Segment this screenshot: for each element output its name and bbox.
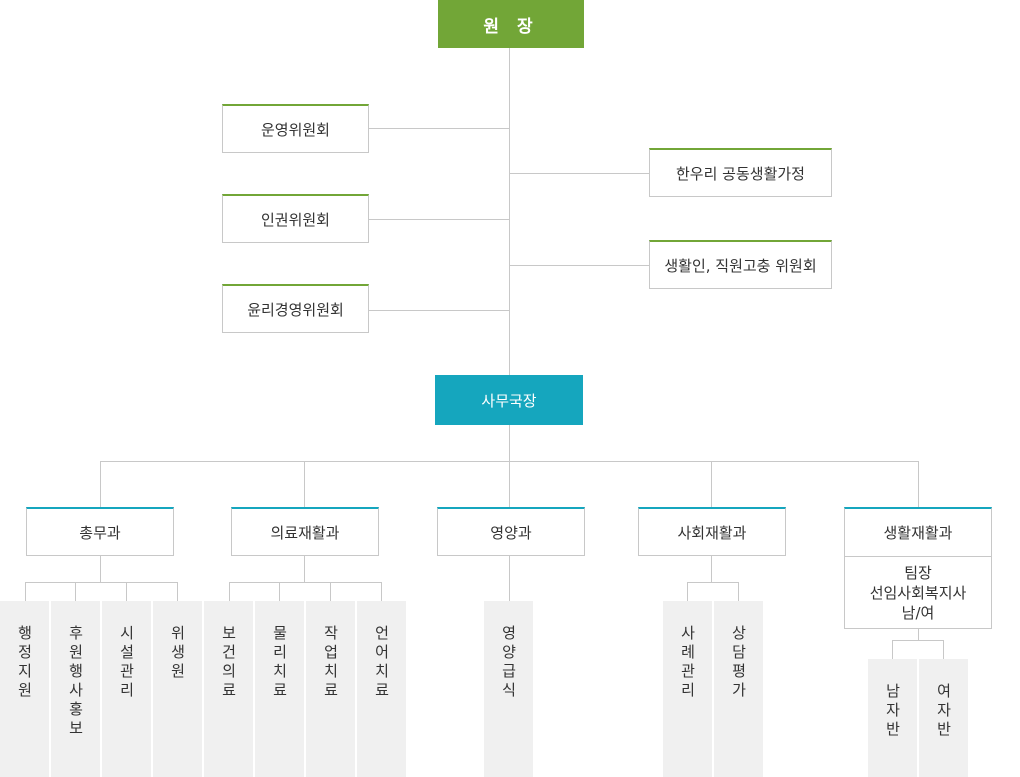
committee-label: 윤리경영위원회 bbox=[247, 300, 344, 319]
dept-nutrition: 영양과 bbox=[437, 507, 585, 556]
unit-tick bbox=[75, 582, 76, 601]
dept-label: 영양과 bbox=[490, 523, 532, 542]
unit-label: 여자반 bbox=[934, 683, 953, 740]
connector-committee-2 bbox=[369, 219, 509, 220]
unit-female-group: 여자반 bbox=[919, 659, 968, 777]
unit-physical-therapy: 물리치료 bbox=[255, 601, 304, 777]
unit-bus-dept4 bbox=[687, 582, 738, 583]
unit-tick bbox=[279, 582, 280, 601]
committee-label: 한우리 공동생활가정 bbox=[676, 164, 805, 183]
unit-drop-dept3 bbox=[509, 556, 510, 601]
committee-label: 인권위원회 bbox=[260, 210, 330, 229]
unit-label: 후원행사홍보 bbox=[66, 625, 85, 739]
secretary-down-line bbox=[509, 425, 510, 508]
unit-tick bbox=[687, 582, 688, 601]
unit-sponsorship-pr: 후원행사홍보 bbox=[51, 601, 100, 777]
unit-tick bbox=[943, 640, 944, 659]
unit-admin-support: 행정지원 bbox=[0, 601, 49, 777]
unit-facility-mgmt: 시설관리 bbox=[102, 601, 151, 777]
director-label: 원 장 bbox=[483, 16, 539, 37]
unit-drop-dept1 bbox=[100, 556, 101, 582]
group-home-box: 한우리 공동생활가정 bbox=[649, 148, 832, 197]
unit-counseling-eval: 상담평가 bbox=[714, 601, 763, 777]
unit-tick bbox=[330, 582, 331, 601]
living-rehab-staff-note: 팀장 선임사회복지사 남/여 bbox=[844, 557, 992, 629]
secretary-general-box: 사무국장 bbox=[435, 375, 583, 425]
grievance-committee-box: 생활인, 직원고충 위원회 bbox=[649, 240, 832, 289]
committee-human-rights: 인권위원회 bbox=[222, 194, 369, 243]
unit-label: 작업치료 bbox=[321, 625, 340, 701]
dept-living-rehab: 생활재활과 bbox=[844, 507, 992, 557]
unit-drop-dept4 bbox=[711, 556, 712, 582]
connector-right-1 bbox=[509, 173, 650, 174]
unit-nutrition-meals: 영양급식 bbox=[484, 601, 533, 777]
dept-medical-rehab: 의료재활과 bbox=[231, 507, 379, 556]
unit-bus-dept5 bbox=[892, 640, 943, 641]
connector-committee-1 bbox=[369, 128, 509, 129]
unit-label: 위생원 bbox=[168, 625, 187, 682]
unit-tick bbox=[126, 582, 127, 601]
dept-drop-2 bbox=[304, 461, 305, 508]
unit-occupational-therapy: 작업치료 bbox=[306, 601, 355, 777]
unit-sanitation: 위생원 bbox=[153, 601, 202, 777]
secretary-label: 사무국장 bbox=[481, 391, 537, 410]
unit-label: 사례관리 bbox=[678, 625, 697, 701]
note-line: 팀장 bbox=[904, 564, 932, 582]
unit-bus-dept1 bbox=[25, 582, 178, 583]
committee-label: 운영위원회 bbox=[260, 120, 330, 139]
unit-label: 남자반 bbox=[883, 683, 902, 740]
unit-label: 영양급식 bbox=[499, 625, 518, 701]
unit-tick bbox=[381, 582, 382, 601]
note-line: 남/여 bbox=[901, 604, 935, 622]
unit-health-medical: 보건의료 bbox=[204, 601, 253, 777]
unit-tick bbox=[738, 582, 739, 601]
unit-label: 시설관리 bbox=[117, 625, 136, 701]
unit-label: 보건의료 bbox=[219, 625, 238, 701]
committee-ethics: 윤리경영위원회 bbox=[222, 284, 369, 333]
main-vertical-line bbox=[509, 48, 510, 376]
dept-label: 총무과 bbox=[79, 523, 121, 542]
connector-committee-3 bbox=[369, 310, 509, 311]
unit-tick bbox=[229, 582, 230, 601]
unit-tick bbox=[177, 582, 178, 601]
unit-drop-dept2 bbox=[304, 556, 305, 582]
committee-operation: 운영위원회 bbox=[222, 104, 369, 153]
dept-drop-4 bbox=[711, 461, 712, 508]
note-line: 선임사회복지사 bbox=[869, 584, 967, 602]
dept-label: 사회재활과 bbox=[677, 523, 747, 542]
connector-right-2 bbox=[509, 265, 650, 266]
director-box: 원 장 bbox=[438, 0, 584, 48]
unit-label: 행정지원 bbox=[15, 625, 34, 701]
unit-label: 언어치료 bbox=[372, 625, 391, 701]
dept-drop-5 bbox=[918, 461, 919, 508]
unit-label: 상담평가 bbox=[729, 625, 748, 701]
unit-male-group: 남자반 bbox=[868, 659, 917, 777]
unit-speech-therapy: 언어치료 bbox=[357, 601, 406, 777]
department-bus-line bbox=[100, 461, 919, 462]
committee-label: 생활인, 직원고충 위원회 bbox=[664, 256, 817, 275]
dept-general-affairs: 총무과 bbox=[26, 507, 174, 556]
dept-label: 의료재활과 bbox=[270, 523, 340, 542]
unit-case-management: 사례관리 bbox=[663, 601, 712, 777]
unit-tick bbox=[892, 640, 893, 659]
dept-social-rehab: 사회재활과 bbox=[638, 507, 786, 556]
dept-drop-1 bbox=[100, 461, 101, 508]
unit-bus-dept2 bbox=[229, 582, 382, 583]
unit-label: 물리치료 bbox=[270, 625, 289, 701]
dept-label: 생활재활과 bbox=[883, 524, 953, 542]
unit-tick bbox=[25, 582, 26, 601]
unit-drop-dept5 bbox=[918, 628, 919, 640]
